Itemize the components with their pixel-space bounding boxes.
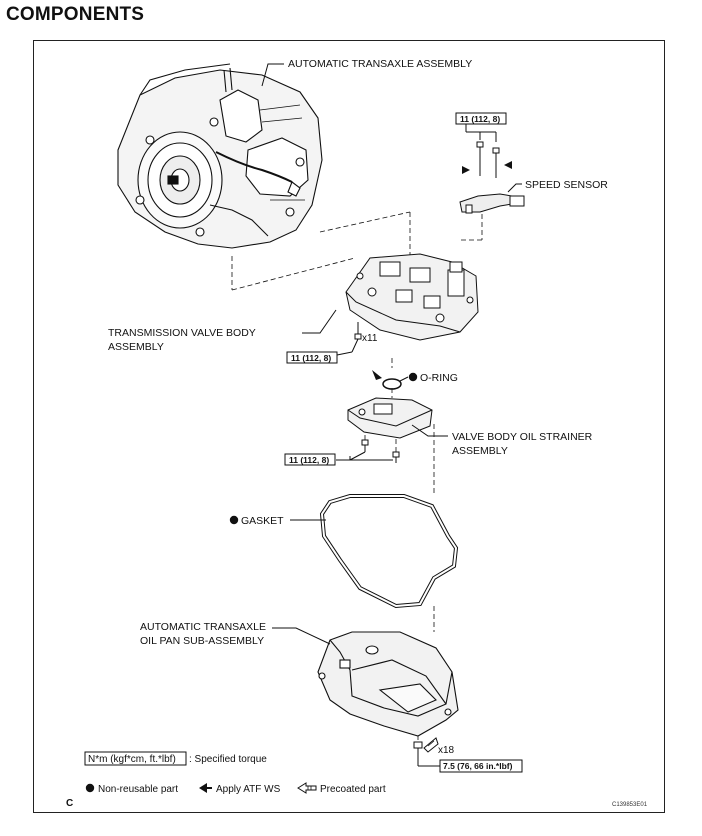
legend-non-reusable: Non-reusable part — [98, 784, 178, 795]
page-title: COMPONENTS — [6, 4, 145, 25]
speed-sensor-bolts — [476, 141, 500, 178]
diagram-frame — [33, 40, 665, 813]
atf-arrow-icon — [504, 161, 512, 169]
strainer-bolts — [361, 439, 400, 463]
strainer-label-2: ASSEMBLY — [452, 445, 508, 457]
strainer-torque: 11 (112, 8) — [289, 455, 329, 465]
o-ring-label: O-RING — [420, 372, 458, 384]
speed-sensor-torque: 11 (112, 8) — [460, 114, 500, 124]
strainer-torque-box — [284, 453, 336, 466]
oil-pan-bolt-qty: x18 — [438, 745, 455, 756]
strainer-illustration — [347, 397, 433, 439]
valve-body-torque-box — [286, 351, 338, 364]
legend-torque-unit: N*m (kgf*cm, ft.*lbf) — [88, 754, 176, 765]
speed-sensor-label: SPEED SENSOR — [525, 179, 608, 191]
oil-pan-bolt — [413, 741, 423, 760]
valve-body-label-1: TRANSMISSION VALVE BODY — [108, 327, 256, 339]
o-ring-illustration — [382, 378, 402, 390]
figure-id: C139853E01 — [612, 802, 648, 808]
atf-arrow-icon — [372, 370, 382, 380]
alignment-lines — [231, 211, 483, 740]
speed-sensor-torque-box — [455, 112, 507, 125]
valve-body-bolt — [354, 322, 362, 340]
valve-body-torque: 11 (112, 8) — [291, 353, 331, 363]
precoated-icon — [297, 782, 317, 794]
gasket-illustration — [319, 494, 459, 609]
legend-torque-box — [84, 751, 187, 766]
valve-body-label-2: ASSEMBLY — [108, 341, 164, 353]
legend-torque-desc: : Specified torque — [189, 754, 267, 765]
valve-body-bolt-qty: x11 — [362, 333, 378, 344]
legend-apply-atf: Apply ATF WS — [216, 784, 281, 795]
gasket-label: GASKET — [241, 515, 284, 527]
corner-letter: C — [66, 798, 73, 809]
precoated-icon — [423, 737, 439, 753]
oil-pan-illustration — [317, 631, 459, 737]
atf-arrow-icon — [462, 166, 470, 174]
transaxle-label: AUTOMATIC TRANSAXLE ASSEMBLY — [288, 58, 472, 70]
legend-precoated: Precoated part — [320, 784, 386, 795]
transaxle-illustration — [117, 63, 323, 249]
non-reusable-icon — [85, 783, 95, 793]
strainer-label-1: VALVE BODY OIL STRAINER — [452, 431, 593, 443]
atf-arrow-icon — [199, 783, 207, 793]
transaxle-leader — [261, 63, 284, 87]
non-reusable-icon — [229, 515, 239, 525]
oil-pan-torque: 7.5 (76, 66 in.*lbf) — [443, 761, 513, 771]
oil-pan-label-2: OIL PAN SUB-ASSEMBLY — [140, 635, 264, 647]
valve-body-illustration — [345, 253, 479, 341]
non-reusable-icon — [408, 372, 418, 382]
speed-sensor-illustration — [459, 193, 525, 214]
oil-pan-label-1: AUTOMATIC TRANSAXLE — [140, 621, 266, 633]
